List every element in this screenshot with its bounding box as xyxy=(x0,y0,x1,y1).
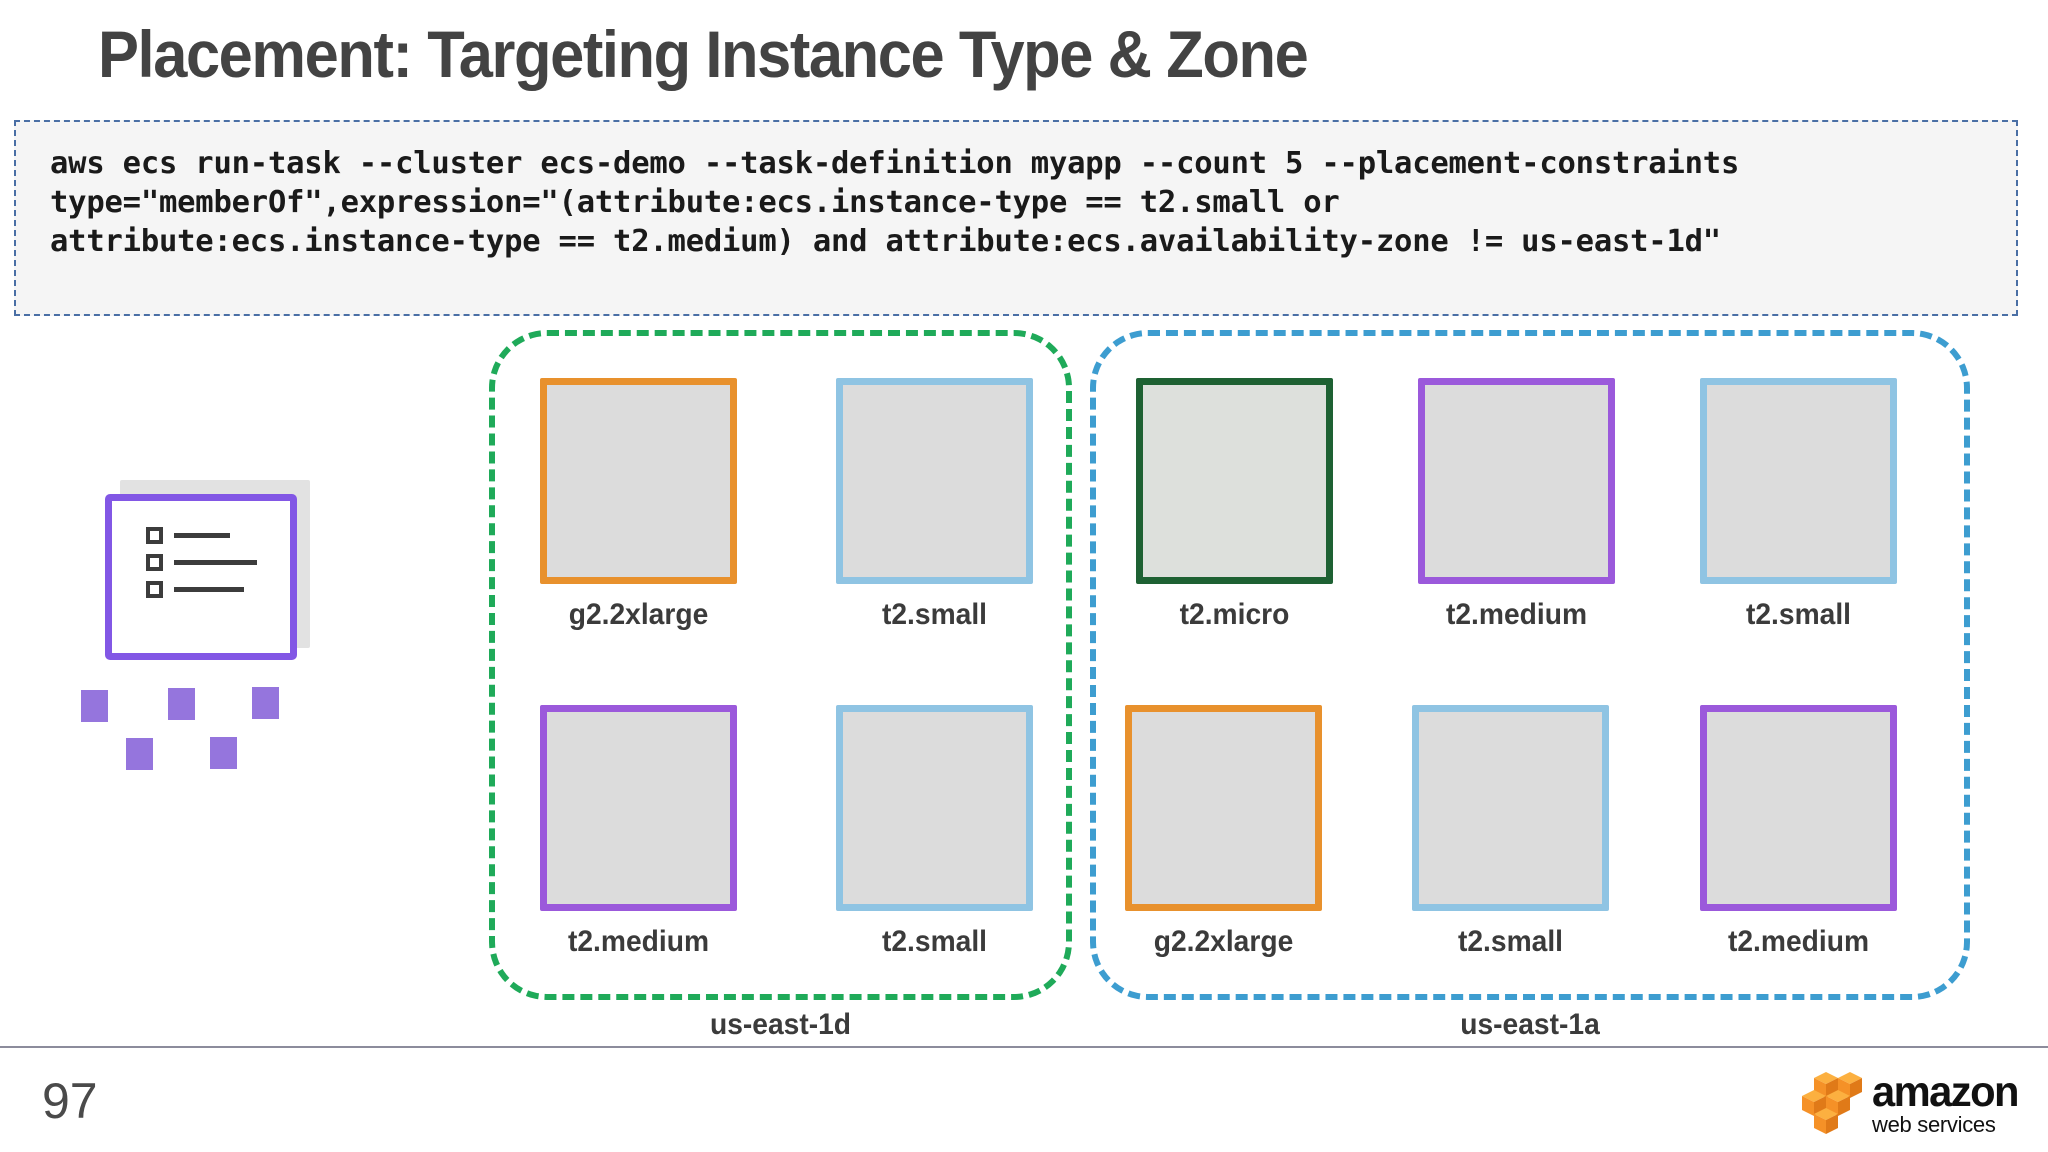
instance-card[interactable]: t2.small xyxy=(1700,378,1897,632)
instance-box[interactable] xyxy=(1418,378,1615,584)
container-square xyxy=(168,688,195,720)
footer-divider xyxy=(0,1046,2048,1048)
checklist-row-2 xyxy=(146,554,257,571)
checklist-row-1 xyxy=(146,527,230,544)
instance-type-label: g2.2xlarge xyxy=(568,598,709,631)
instance-type-label: t2.medium xyxy=(567,925,710,958)
instance-card[interactable]: t2.medium xyxy=(1418,378,1615,632)
instance-type-label: g2.2xlarge xyxy=(1153,925,1294,958)
instance-card[interactable]: t2.small xyxy=(836,378,1033,632)
instance-type-label: t2.small xyxy=(881,925,988,958)
instance-card[interactable]: g2.2xlarge xyxy=(1125,705,1322,959)
zone-group-us-east-1a xyxy=(1090,330,1970,1000)
checkbox-icon xyxy=(146,581,163,598)
instance-box[interactable] xyxy=(1412,705,1609,911)
aws-logo: amazon web services xyxy=(1800,1068,2020,1142)
zone-label-us-east-1a: us-east-1a xyxy=(1460,1008,1600,1041)
document-front-sheet xyxy=(105,494,297,660)
instance-type-label: t2.medium xyxy=(1727,925,1870,958)
page-title: Placement: Targeting Instance Type & Zon… xyxy=(98,17,1309,91)
checklist-row-3 xyxy=(146,581,244,598)
aws-cubes-icon xyxy=(1802,1072,1862,1134)
instance-box[interactable] xyxy=(540,705,737,911)
instance-type-label: t2.small xyxy=(881,598,988,631)
container-square xyxy=(210,737,237,769)
checkbox-icon xyxy=(146,554,163,571)
instance-box[interactable] xyxy=(836,378,1033,584)
instance-type-label: t2.small xyxy=(1457,925,1564,958)
cli-command-line-1: aws ecs run-task --cluster ecs-demo --ta… xyxy=(50,146,1740,181)
text-line-bar xyxy=(174,533,230,538)
instance-box[interactable] xyxy=(1125,705,1322,911)
instance-card[interactable]: g2.2xlarge xyxy=(540,378,737,632)
container-square xyxy=(126,738,153,770)
instance-card[interactable]: t2.medium xyxy=(540,705,737,959)
task-definition-icon xyxy=(81,480,340,820)
page-number: 97 xyxy=(42,1073,98,1129)
container-square xyxy=(252,687,279,719)
cli-command-line-3: attribute:ecs.instance-type == t2.medium… xyxy=(50,224,1721,259)
zone-group-us-east-1d xyxy=(489,330,1072,1000)
container-square xyxy=(81,690,108,722)
instance-box[interactable] xyxy=(1700,378,1897,584)
checkbox-icon xyxy=(146,527,163,544)
web-services-text: web services xyxy=(1872,1112,1996,1137)
zone-label-us-east-1d: us-east-1d xyxy=(709,1008,852,1041)
instance-card[interactable]: t2.micro xyxy=(1136,378,1333,632)
cli-command-line-2: type="memberOf",expression="(attribute:e… xyxy=(50,185,1340,220)
amazon-text: amazon xyxy=(1872,1068,2020,1116)
instance-card[interactable]: t2.medium xyxy=(1700,705,1897,959)
instance-type-label: t2.medium xyxy=(1445,598,1588,631)
instance-card[interactable]: t2.small xyxy=(836,705,1033,959)
text-line-bar xyxy=(174,587,244,592)
instance-box[interactable] xyxy=(1136,378,1333,584)
instance-box[interactable] xyxy=(836,705,1033,911)
instance-box[interactable] xyxy=(540,378,737,584)
instance-box[interactable] xyxy=(1700,705,1897,911)
instance-type-label: t2.micro xyxy=(1179,598,1290,631)
instance-card[interactable]: t2.small xyxy=(1412,705,1609,959)
cli-command-box: aws ecs run-task --cluster ecs-demo --ta… xyxy=(14,120,2018,316)
instance-type-label: t2.small xyxy=(1745,598,1852,631)
aws-wordmark: amazon web services xyxy=(1872,1068,2020,1137)
text-line-bar xyxy=(174,560,257,565)
